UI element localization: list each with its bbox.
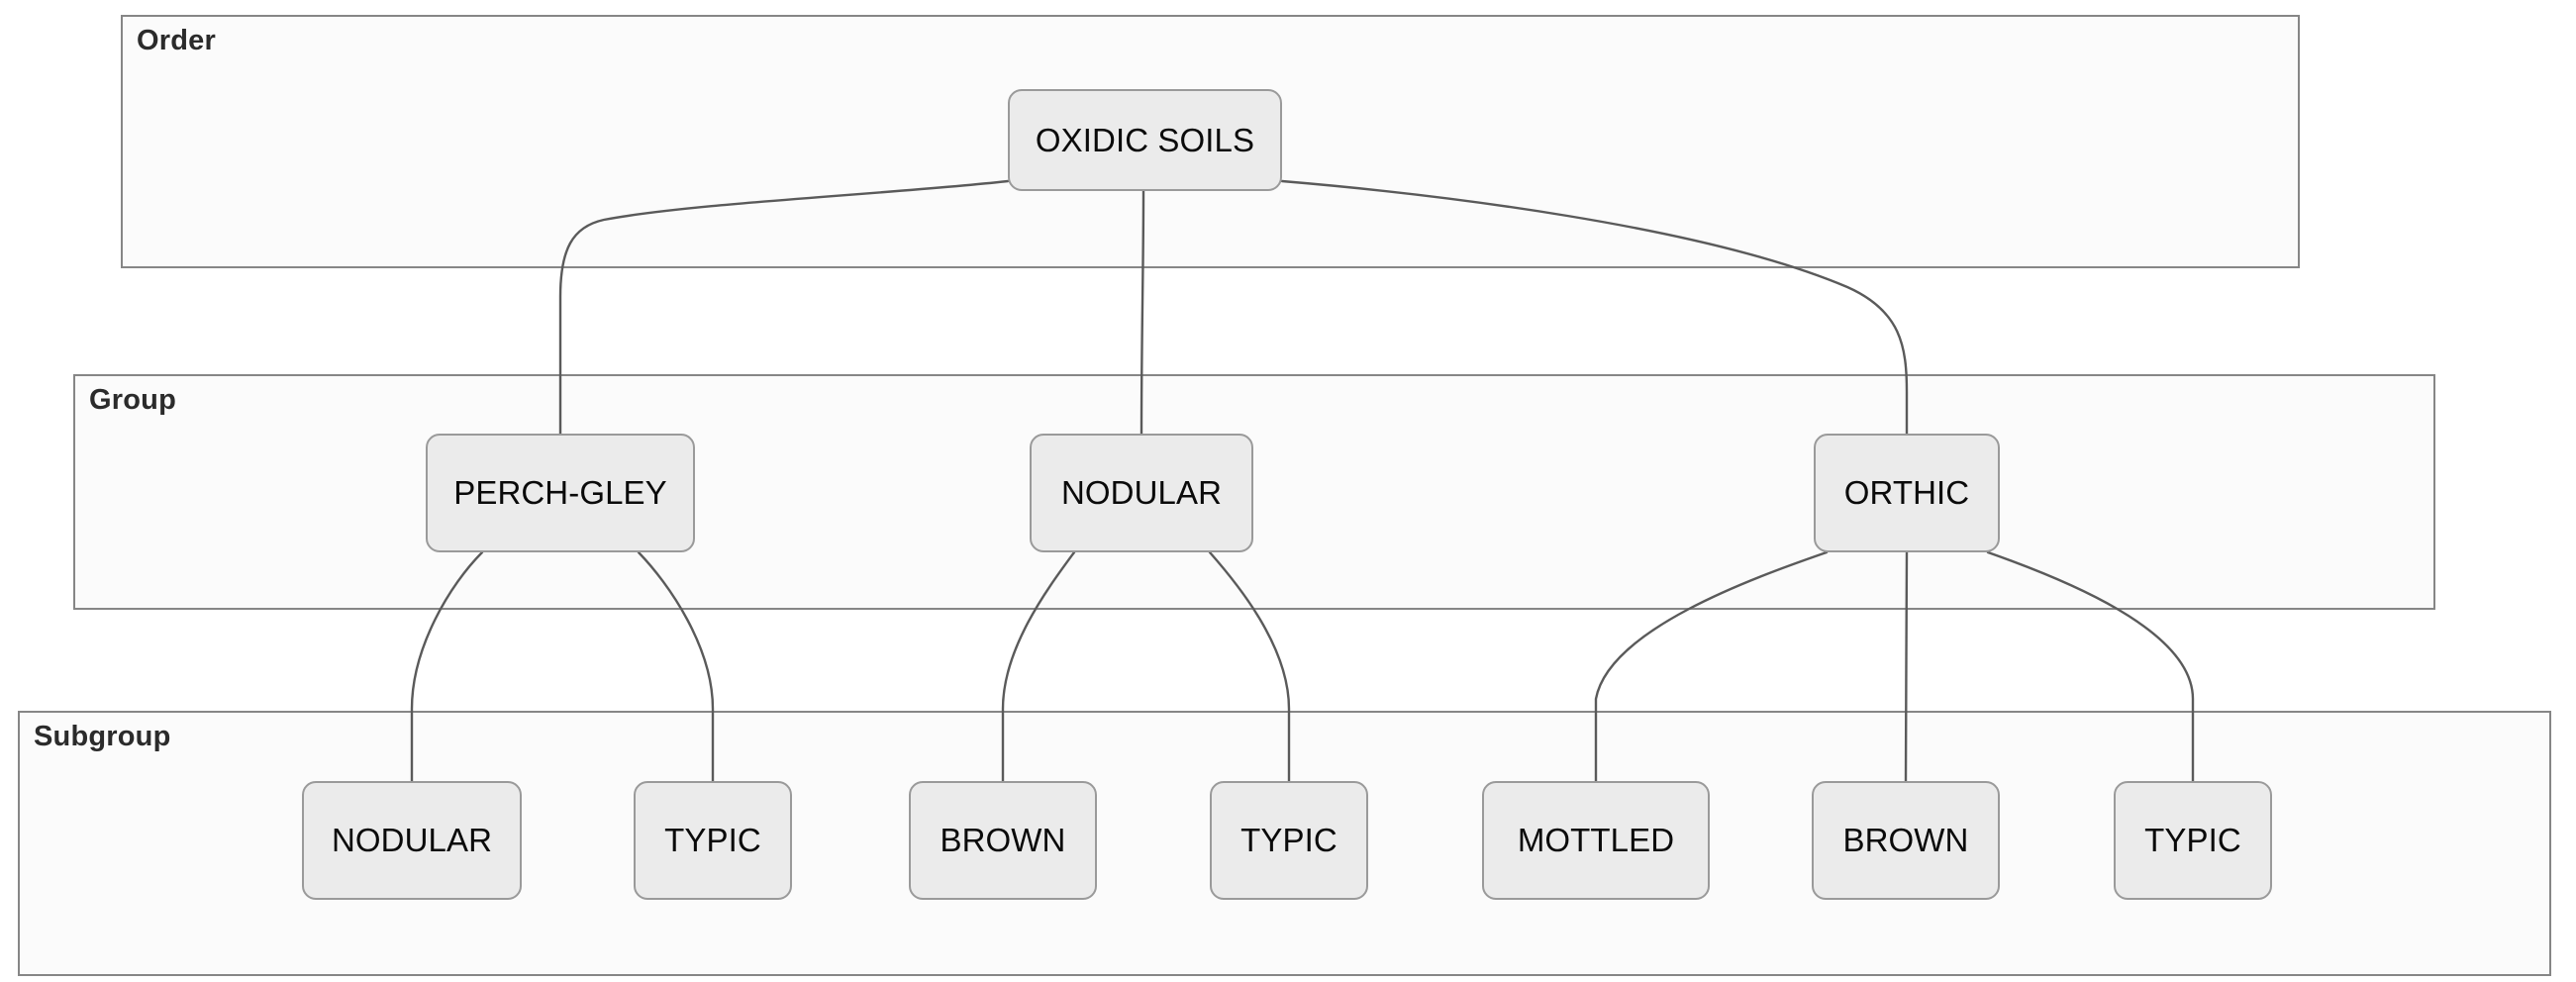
node-sg_brown_2[interactable]: BROWN [1812,781,2000,900]
swimlane-label-subgroup: Subgroup [34,721,171,752]
node-sg_typic_2[interactable]: TYPIC [1210,781,1368,900]
swimlane-label-group: Group [89,384,176,416]
node-grp_nodular[interactable]: NODULAR [1030,434,1253,552]
node-oxidic_soils[interactable]: OXIDIC SOILS [1008,89,1282,191]
node-perch_gley[interactable]: PERCH-GLEY [426,434,695,552]
node-sg_nodular[interactable]: NODULAR [302,781,522,900]
node-sg_typic_1[interactable]: TYPIC [634,781,792,900]
node-orthic[interactable]: ORTHIC [1814,434,2000,552]
node-sg_brown_1[interactable]: BROWN [909,781,1097,900]
swimlane-label-order: Order [137,25,216,56]
node-sg_mottled[interactable]: MOTTLED [1482,781,1710,900]
node-sg_typic_3[interactable]: TYPIC [2114,781,2272,900]
